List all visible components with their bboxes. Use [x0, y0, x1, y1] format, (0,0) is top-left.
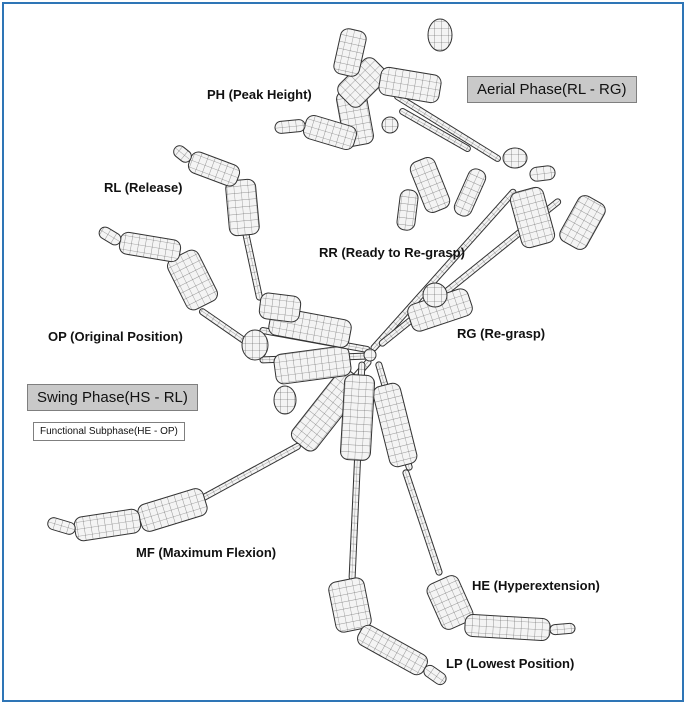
he-torso — [372, 382, 418, 468]
rl-hip — [258, 292, 302, 323]
aerial-phase-box: Aerial Phase(RL - RG) — [467, 76, 637, 103]
rl-thigh — [225, 178, 260, 237]
rg-foot — [529, 165, 556, 182]
rl-upper-rod — [242, 229, 263, 301]
he-shin — [464, 613, 551, 642]
op-shin — [118, 231, 182, 263]
pose-label-rg: RG (Re-grasp) — [457, 326, 546, 341]
rg-thigh — [509, 186, 556, 249]
functional-subphase-label: Functional Subphase(HE - OP) — [40, 426, 178, 437]
he-foot — [549, 622, 576, 636]
ph-shin — [333, 28, 367, 77]
rl-shin — [187, 151, 241, 187]
op-head — [273, 385, 297, 415]
rr-torso — [409, 157, 451, 213]
pose-label-ph: PH (Peak Height) — [207, 87, 312, 102]
ph-head — [427, 18, 453, 52]
op-foot — [98, 226, 122, 246]
rr-head — [502, 147, 528, 169]
pose-label-he: HE (Hyperextension) — [472, 578, 600, 593]
pose-label-rr: RR (Ready to Re-grasp) — [319, 245, 465, 260]
lp-shin — [357, 624, 428, 676]
he-leg-rod — [402, 469, 443, 576]
pose-label-op: OP (Original Position) — [48, 329, 183, 344]
pose-label-rl: RL (Release) — [104, 180, 183, 195]
mf-foot — [47, 517, 76, 535]
lp-foot — [423, 664, 447, 686]
mf-leg-rod — [189, 442, 301, 508]
rg-shin — [559, 195, 606, 250]
rr-leg-b — [453, 168, 487, 217]
swing-phase-box: Swing Phase(HS - RL) — [27, 384, 198, 411]
rg-head — [422, 282, 448, 308]
lp-torso — [339, 374, 376, 461]
functional-subphase-box: Functional Subphase(HE - OP) — [33, 422, 185, 441]
lp-thigh — [328, 577, 372, 633]
rr-arm-b — [399, 107, 471, 153]
pose-label-mf: MF (Maximum Flexion) — [136, 545, 277, 560]
ph-foot — [274, 119, 306, 134]
bar-pivot — [363, 348, 377, 362]
mf-shin — [73, 508, 142, 542]
rl-head — [241, 329, 269, 361]
he-thigh — [426, 575, 474, 630]
rl-foot — [173, 145, 192, 163]
op-torso — [273, 345, 352, 385]
pose-label-lp: LP (Lowest Position) — [446, 656, 575, 671]
aerial-phase-label: Aerial Phase(RL - RG) — [477, 81, 627, 98]
rr-leg-a — [396, 189, 419, 231]
ph-knee — [381, 116, 399, 134]
mf-thigh — [137, 488, 208, 532]
ph-hip — [378, 66, 442, 104]
swing-phase-label: Swing Phase(HS - RL) — [37, 389, 188, 406]
